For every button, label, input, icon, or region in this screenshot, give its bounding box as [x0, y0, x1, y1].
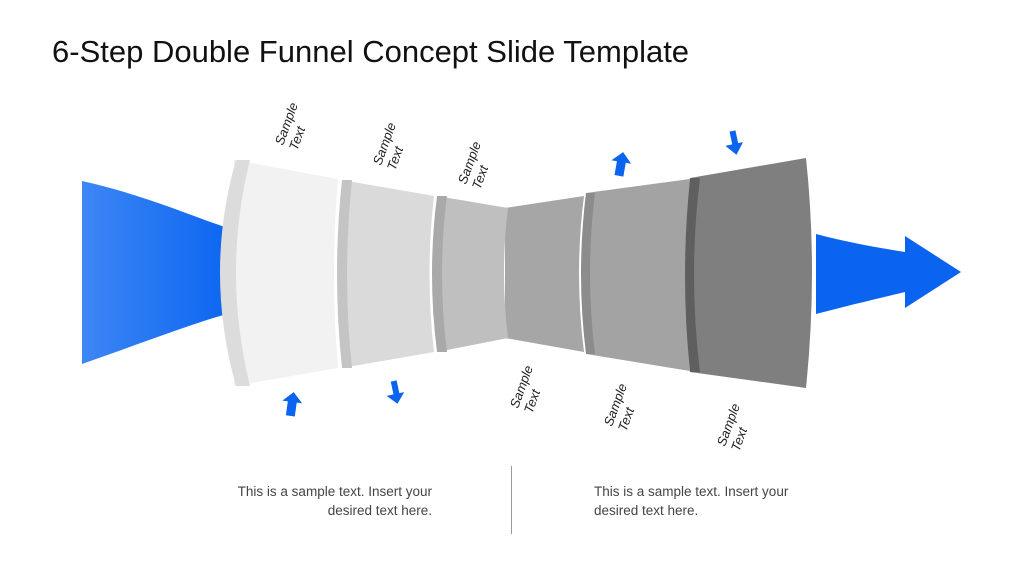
- arrow-down-icon: [386, 380, 405, 404]
- step-5-label: Sample Text: [601, 378, 646, 433]
- step-3-label: Sample Text: [455, 136, 500, 191]
- funnel-segment-1: [220, 160, 338, 386]
- funnel-segment-3: [432, 196, 508, 352]
- step-4-label: Sample Text: [507, 360, 552, 415]
- incoming-flow-shape: [82, 181, 238, 364]
- step-2-label: Sample Text: [370, 117, 415, 172]
- caption-right: This is a sample text. Insert your desir…: [594, 484, 789, 518]
- funnel-segment-6: [684, 158, 812, 388]
- step-6-label: Sample Text: [714, 398, 759, 453]
- step-1-label: Sample Text: [272, 97, 317, 152]
- outgoing-arrow-shape: [816, 234, 961, 314]
- arrow-up-icon: [282, 392, 303, 417]
- funnel-segment-4: [505, 196, 584, 352]
- arrow-down-icon: [725, 130, 744, 155]
- funnel-segment-2: [337, 180, 434, 368]
- arrow-up-icon: [611, 152, 632, 177]
- slide-title: 6-Step Double Funnel Concept Slide Templ…: [52, 34, 690, 69]
- funnel-segment-5: [581, 179, 690, 371]
- caption-left: This is a sample text. Insert your desir…: [237, 484, 432, 518]
- caption-divider: [511, 466, 512, 534]
